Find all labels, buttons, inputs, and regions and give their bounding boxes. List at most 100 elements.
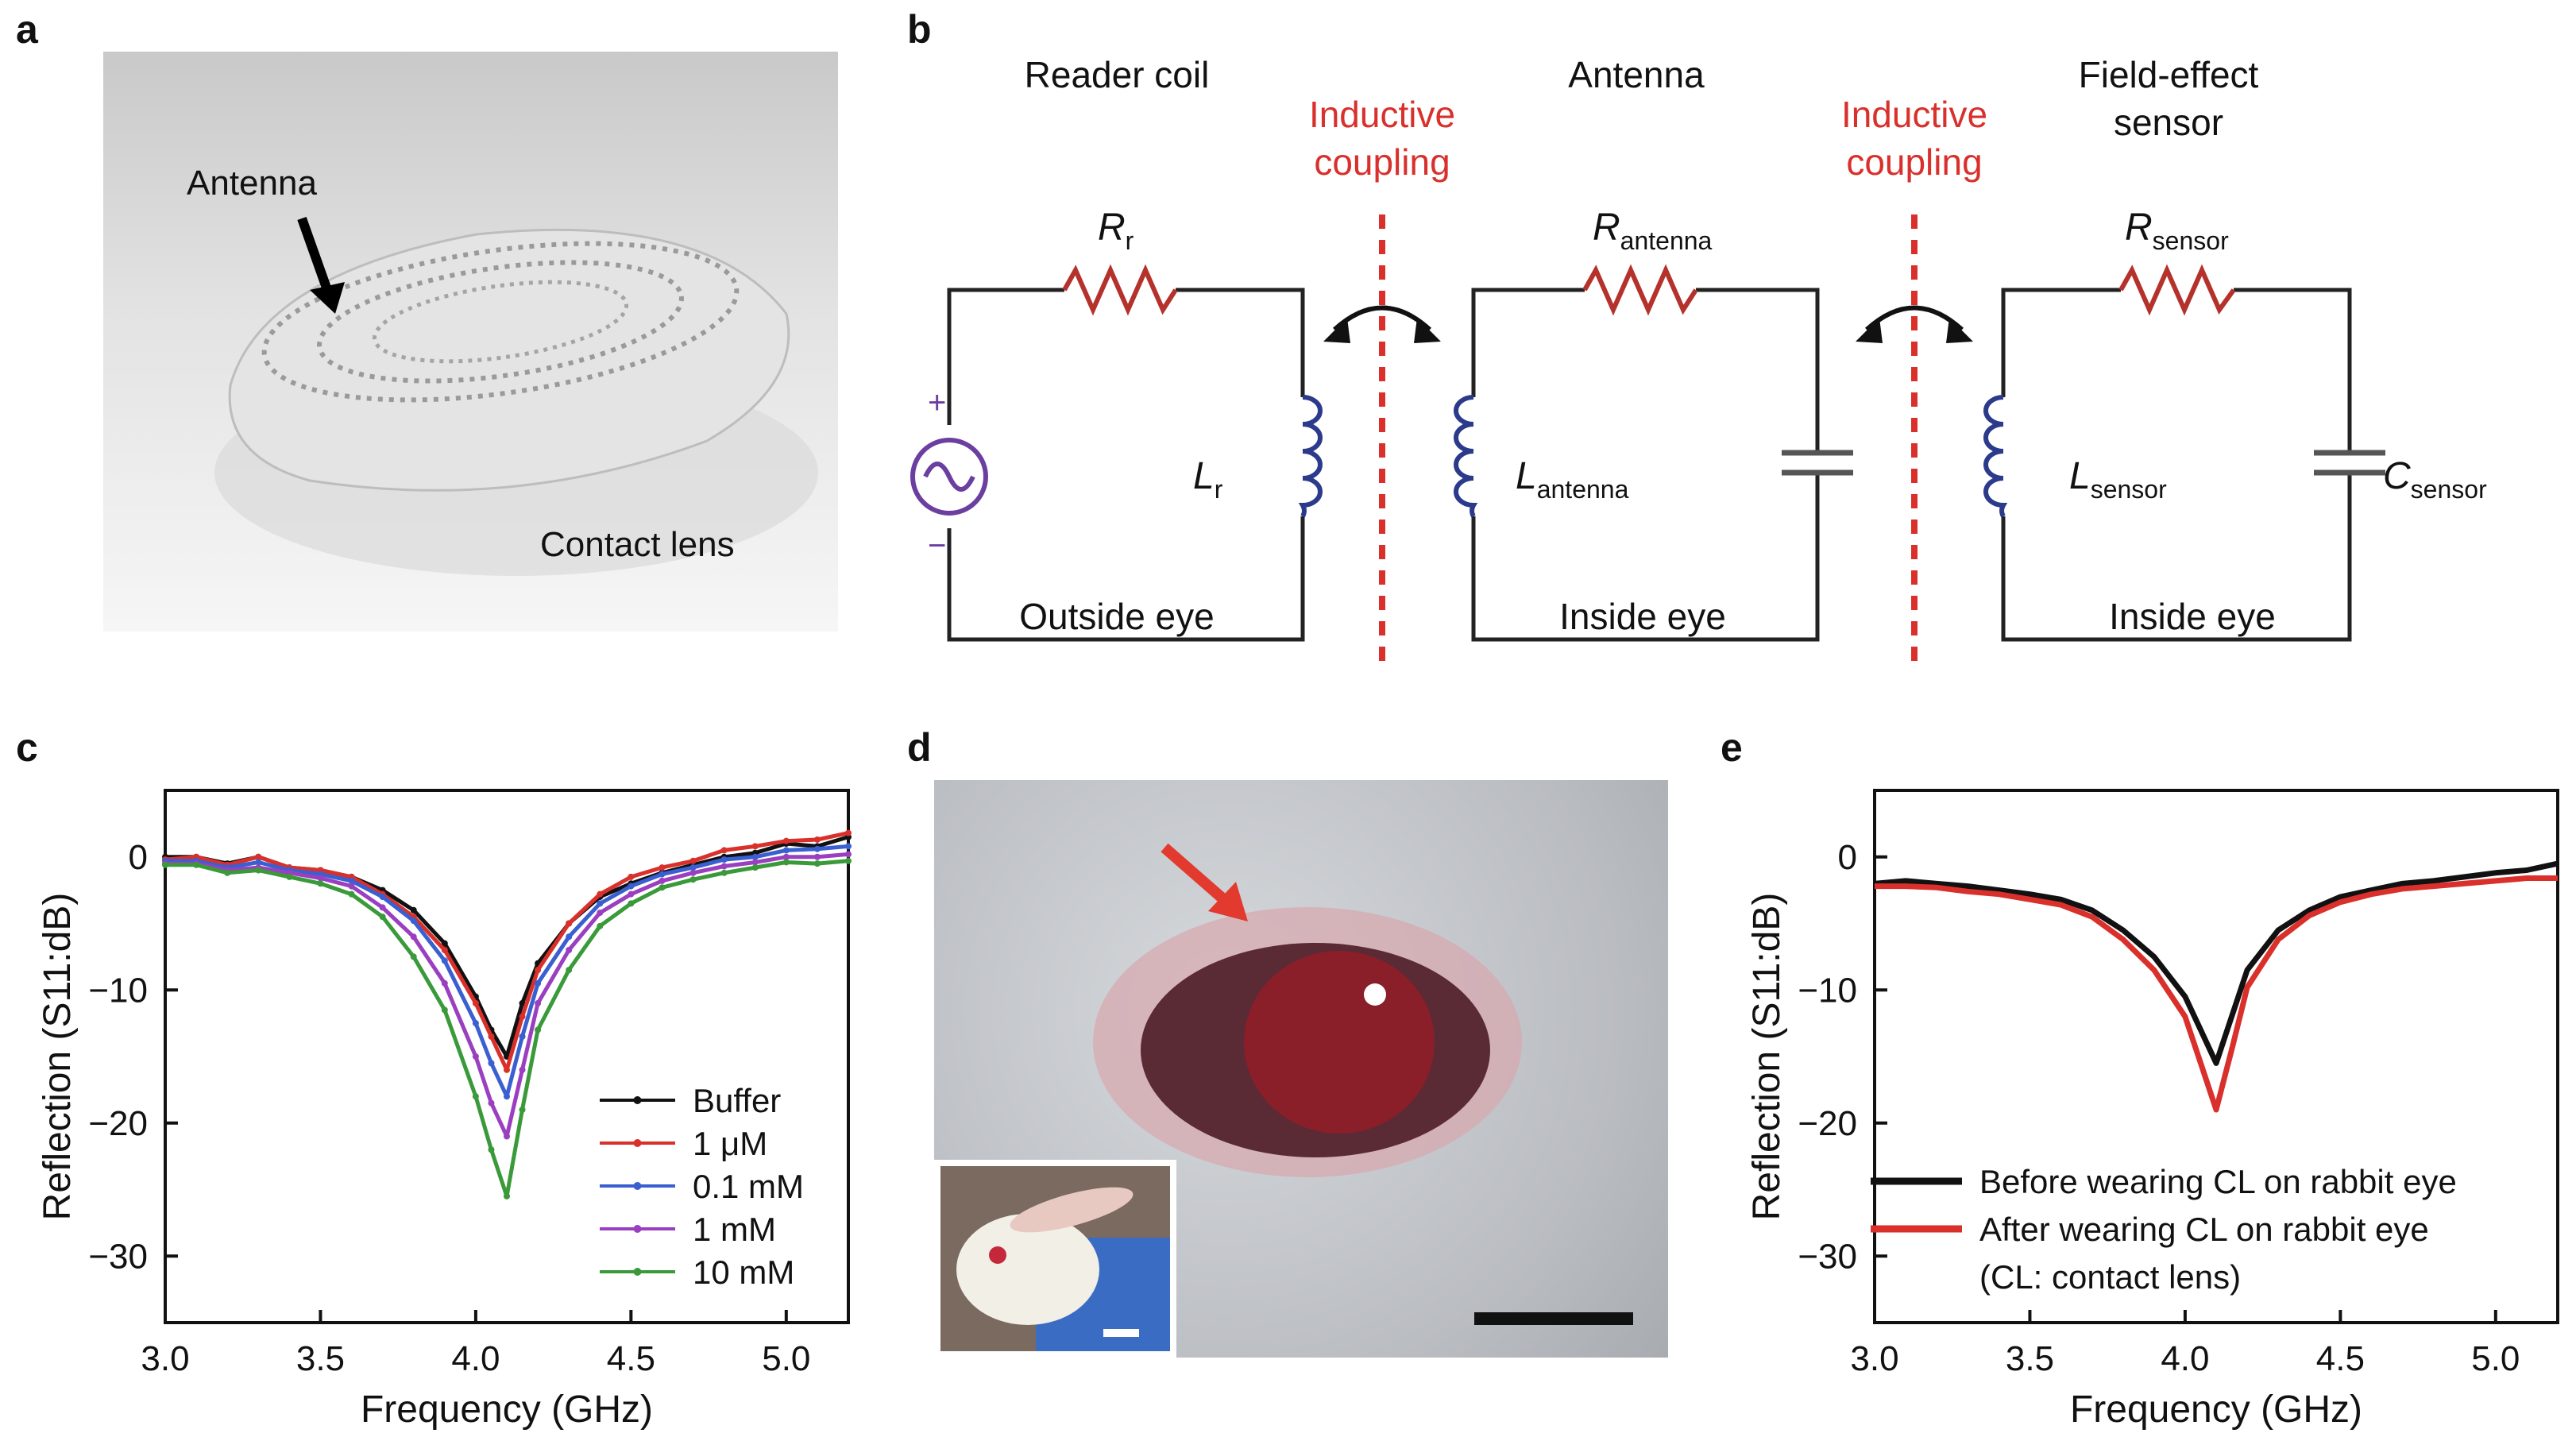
data-point <box>628 900 635 907</box>
data-point <box>720 869 728 876</box>
sensor-title-line2: sensor <box>2114 102 2223 143</box>
panel-label-e: e <box>1721 725 1743 770</box>
data-point <box>472 1000 479 1006</box>
label-rantenna: Rantenna <box>1593 207 1713 255</box>
data-point <box>504 1093 510 1100</box>
scale-bar <box>1474 1312 1633 1325</box>
data-point <box>162 861 168 868</box>
data-point <box>255 859 262 866</box>
inductor-reader <box>1298 395 1323 518</box>
rabbit-eye <box>989 1246 1006 1264</box>
x-tick-label: 3.5 <box>2006 1339 2054 1378</box>
data-point <box>720 847 728 854</box>
legend-label: 10 mM <box>693 1254 794 1291</box>
data-point <box>597 922 604 929</box>
data-point <box>566 947 573 953</box>
y-axis-label: Reflection (S11:dB) <box>37 893 79 1221</box>
data-point <box>410 953 417 960</box>
antenna-coil-outer <box>261 241 740 403</box>
legend-label: 1 μM <box>693 1125 767 1162</box>
data-point <box>379 914 386 921</box>
label-lsensor: Lsensor <box>2069 455 2167 504</box>
contact-lens-render: Antenna Contact lens <box>103 52 838 632</box>
y-tick-label: −30 <box>88 1237 148 1276</box>
x-tick-label: 4.0 <box>2161 1339 2209 1378</box>
sensor-wire-top-right <box>2234 288 2352 453</box>
data-point <box>317 880 324 887</box>
x-tick-label: 3.0 <box>141 1339 189 1378</box>
outside-eye-label: Outside eye <box>1019 596 1214 637</box>
coupling-arrow-2-right-head <box>1946 318 1973 343</box>
lens-body <box>228 228 790 492</box>
panel-label-b: b <box>907 7 932 52</box>
data-point <box>441 940 448 947</box>
data-point <box>751 859 759 866</box>
sensor-wire-top-left <box>2001 288 2121 397</box>
source-plus: + <box>928 385 946 420</box>
reader-wire-top-left <box>947 288 1064 425</box>
data-point <box>566 967 573 974</box>
plot-frame <box>1873 789 2559 1324</box>
coupling-arrow-1-left-head <box>1323 318 1350 343</box>
red-arrow-head <box>1208 882 1248 921</box>
data-point <box>658 877 666 884</box>
data-point <box>845 851 852 858</box>
data-point <box>410 906 417 914</box>
legend-label: After wearing CL on rabbit eye <box>1979 1211 2429 1248</box>
x-tick-label: 3.0 <box>1850 1339 1898 1378</box>
data-point <box>845 843 852 850</box>
resistor-antenna <box>1582 264 1698 316</box>
coupling-label-2-line1: Inductive <box>1841 94 1987 135</box>
data-point <box>224 869 231 876</box>
data-point <box>535 979 542 987</box>
data-point <box>782 859 790 866</box>
x-tick-label: 5.0 <box>762 1339 810 1378</box>
coupling-label-2-line2: coupling <box>1846 141 1982 183</box>
x-tick-label: 4.5 <box>607 1339 655 1378</box>
y-tick-label: −20 <box>1798 1104 1857 1143</box>
label-rsensor: Rsensor <box>2125 207 2229 255</box>
data-point <box>410 917 417 925</box>
ac-source-wave-icon <box>923 462 975 492</box>
label-lantenna: Lantenna <box>1516 455 1629 504</box>
panel-label-c: c <box>16 725 38 770</box>
data-point <box>441 1006 448 1014</box>
data-point <box>441 957 448 964</box>
data-point <box>519 1066 526 1073</box>
antenna-coil-inner <box>372 280 629 364</box>
data-point <box>751 853 759 860</box>
data-point <box>441 947 448 953</box>
data-point <box>193 861 200 868</box>
data-point <box>472 1053 479 1060</box>
data-point <box>504 1133 510 1140</box>
data-point <box>689 857 697 864</box>
eye-pupil <box>1244 951 1435 1134</box>
x-tick-label: 3.5 <box>296 1339 345 1378</box>
antenna-wire-bottom <box>1471 473 1820 642</box>
x-axis-label: Frequency (GHz) <box>361 1389 653 1431</box>
source-minus: − <box>928 528 946 563</box>
sensor-wire-bottom <box>2001 473 2352 642</box>
coupling-arrow-1-right-head <box>1414 318 1441 343</box>
data-point <box>658 871 666 878</box>
rabbit-ear <box>1010 1187 1134 1233</box>
data-point <box>286 873 293 880</box>
data-point <box>813 836 821 843</box>
data-point <box>658 864 666 871</box>
legend-label: 1 mM <box>693 1211 776 1248</box>
data-point <box>782 847 790 854</box>
data-point <box>813 845 821 852</box>
rabbit-eye-photo <box>934 780 1668 1358</box>
data-point <box>597 900 604 907</box>
data-point <box>535 1000 542 1006</box>
rabbit-inset-photo <box>934 1160 1176 1358</box>
inside-eye-label-antenna: Inside eye <box>1559 596 1726 637</box>
sensor-title-line1: Field-effect <box>2079 54 2259 95</box>
legend-marker <box>633 1268 642 1276</box>
inset-scale-bar <box>1103 1329 1139 1337</box>
data-point <box>720 863 728 870</box>
label-csensor: Csensor <box>2383 455 2487 504</box>
coupling-label-1-line1: Inductive <box>1309 94 1455 135</box>
